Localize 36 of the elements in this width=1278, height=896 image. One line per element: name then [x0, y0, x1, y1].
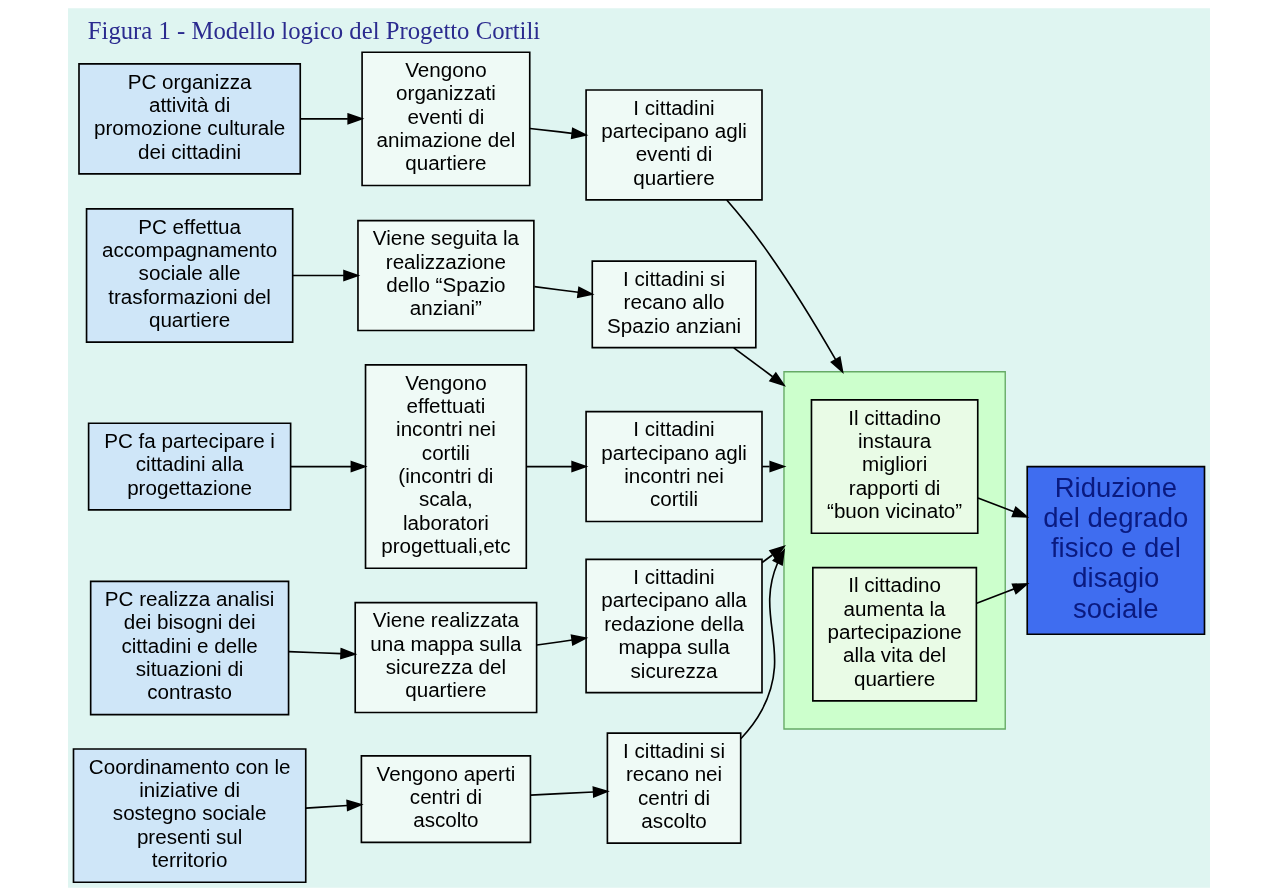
node-box: Vengono aperti centri di ascolto [360, 755, 532, 844]
node-box: I cittadini partecipano agli eventi di quartiere [585, 89, 763, 201]
node-box: PC effettua accompagnamento sociale alle trasformazioni del quartiere [85, 208, 294, 343]
arrow [290, 460, 368, 473]
node-box: Viene seguita la realizzazione dello “Spazio anziani” [357, 219, 535, 332]
node-box: I cittadini partecipano alla redazione della mappa sulla sicurezza [585, 558, 763, 694]
node-box: Il cittadino aumenta la partecipazione alla vita del quartiere [812, 566, 978, 702]
arrow [299, 112, 365, 125]
arrow [975, 583, 1030, 605]
arrow [740, 548, 786, 740]
arrow [287, 647, 358, 660]
node-box: Vengono organizzati eventi di animazione del quartiere [361, 51, 531, 187]
node-box: I cittadini si recano allo Spazio anziani [591, 260, 757, 349]
node-box: Riduzione del degrado fisico e del disagio sociale [1026, 465, 1206, 636]
node-box: Il cittadino instaura migliori rapporti di “buon vicinato” [810, 399, 979, 535]
node-box: PC realizza analisi dei bisogni dei cittadini e delle situazioni di contrasto [89, 580, 290, 716]
arrow [529, 127, 589, 140]
arrow [732, 347, 786, 387]
arrow [536, 634, 589, 647]
arrow [525, 460, 589, 473]
diagram-title: Figura 1 - Modello logico del Progetto Cortili [87, 17, 541, 45]
node-box: Coordinamento con le iniziative di sostegno sociale presenti sul territorio [72, 748, 307, 884]
node-box: I cittadini partecipano agli incontri nei cortili [585, 410, 763, 523]
arrow [305, 799, 364, 812]
node-box: Viene realizzata una mappa sulla sicurezza del quartiere [354, 601, 538, 714]
node-box: I cittadini si recano nei centri di ascolto [606, 732, 742, 844]
arrow [292, 269, 361, 282]
arrow [529, 786, 610, 798]
arrow [725, 199, 844, 374]
node-box: Vengono effettuati incontri nei cortili (incontri di scala, laboratori progettuali,etc [364, 364, 528, 570]
arrow [533, 285, 595, 299]
node-box: PC fa partecipare i cittadini alla progettazione [87, 422, 292, 511]
arrow [977, 497, 1030, 518]
arrow [761, 545, 786, 564]
cluster [783, 371, 1006, 730]
node-box: PC organizza attività di promozione culturale dei cittadini [78, 63, 302, 175]
